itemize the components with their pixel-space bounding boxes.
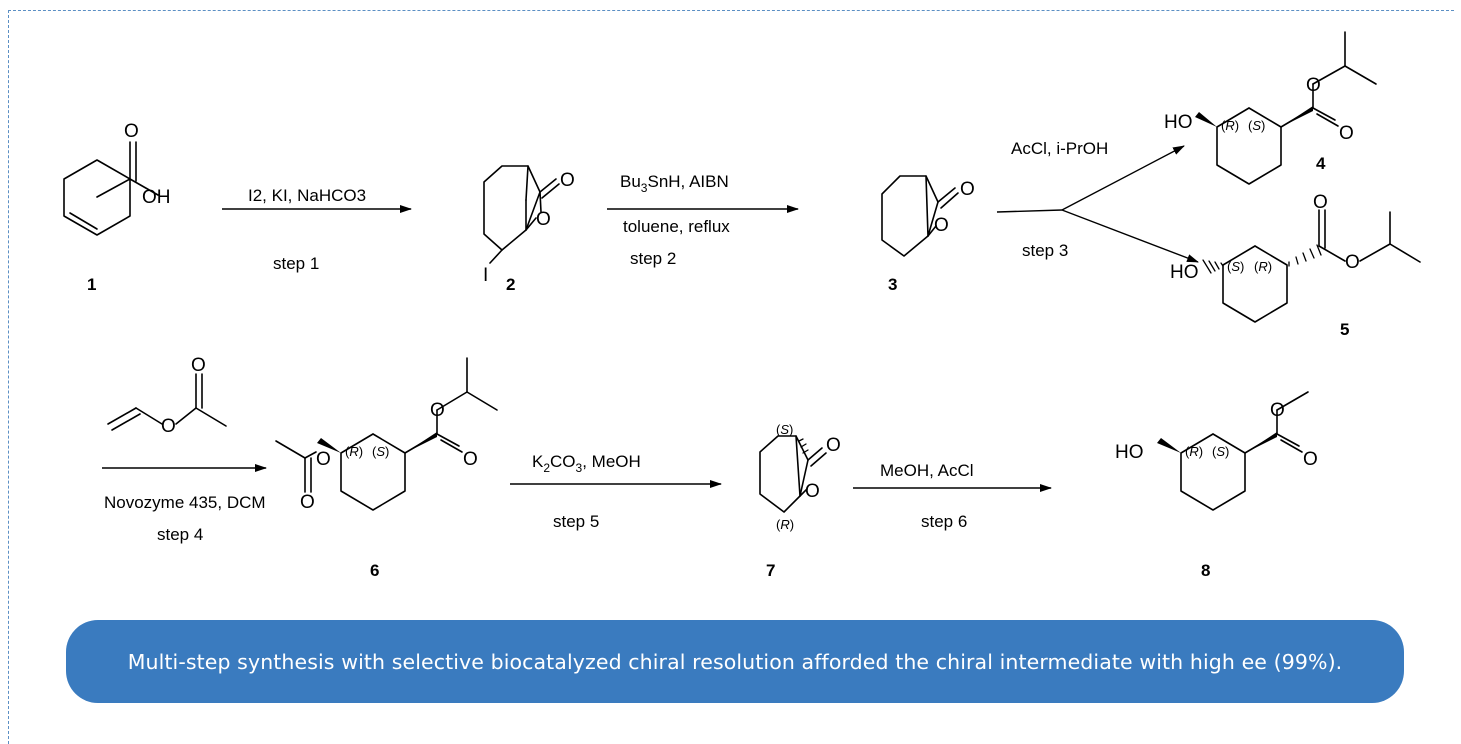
compound-6-structure <box>275 357 498 511</box>
compound-5-structure <box>1222 209 1421 323</box>
c4-stereo-r: (R) <box>1221 118 1239 133</box>
step1-label: step 1 <box>273 254 319 273</box>
frame-left-border <box>8 10 9 744</box>
c7-stereo-s: (S) <box>776 422 793 437</box>
vinyl-acetate-ester-o: O <box>161 416 176 437</box>
arrow-step3-stem <box>996 209 1063 213</box>
step6-reagents: MeOH, AcCl <box>880 461 974 480</box>
compound-1-structure <box>63 141 159 236</box>
compound-4-structure <box>1216 31 1377 185</box>
c6-acetate-carbonyl-o: O <box>300 492 315 513</box>
compound-number-1: 1 <box>87 275 96 294</box>
c1-hydroxyl: OH <box>142 187 171 208</box>
compound-7-structure <box>759 435 827 513</box>
compound-3-structure <box>881 175 959 257</box>
summary-banner: Multi-step synthesis with selective bioc… <box>66 620 1404 703</box>
c7-stereo-r: (R) <box>776 517 794 532</box>
step5-reagents: K2CO3, MeOH <box>532 452 641 475</box>
compound-number-2: 2 <box>506 275 515 294</box>
step2-label: step 2 <box>630 249 676 268</box>
c7-ring-o: O <box>805 481 820 502</box>
compound-number-7: 7 <box>766 561 775 580</box>
summary-text: Multi-step synthesis with selective bioc… <box>127 649 1343 674</box>
frame-top-border <box>8 10 1454 11</box>
c7-carbonyl-o: O <box>826 435 841 456</box>
c4-stereo-s: (S) <box>1248 118 1265 133</box>
c5-hydroxyl: HO <box>1170 262 1199 283</box>
c8-ester-o: O <box>1270 400 1285 421</box>
c2-ring-o: O <box>536 209 551 230</box>
c8-stereo-s: (S) <box>1212 444 1229 459</box>
compound-2-structure <box>483 165 560 264</box>
c6-stereo-r: (R) <box>345 444 363 459</box>
c6-carbonyl-o: O <box>463 449 478 470</box>
c6-ester-o: O <box>430 400 445 421</box>
step1-reagents: I2, KI, NaHCO3 <box>248 186 366 205</box>
c8-stereo-r: (R) <box>1185 444 1203 459</box>
compound-number-8: 8 <box>1201 561 1210 580</box>
compound-number-3: 3 <box>888 275 897 294</box>
c6-acetate-o: O <box>316 449 331 470</box>
c4-hydroxyl: HO <box>1164 112 1193 133</box>
step5-label: step 5 <box>553 512 599 531</box>
compound-number-5: 5 <box>1340 320 1349 339</box>
step4-label: step 4 <box>157 525 203 544</box>
c8-hydroxyl: HO <box>1115 442 1144 463</box>
c6-stereo-s: (S) <box>372 444 389 459</box>
c5-stereo-s: (S) <box>1227 259 1244 274</box>
c2-iodine: I <box>483 265 488 286</box>
vinyl-acetate-carbonyl-o: O <box>191 355 206 376</box>
c4-carbonyl-o: O <box>1339 123 1354 144</box>
compound-number-4: 4 <box>1316 154 1326 173</box>
c8-carbonyl-o: O <box>1303 449 1318 470</box>
c2-carbonyl-o: O <box>560 170 575 191</box>
arrow-step3-down <box>1061 209 1199 263</box>
c5-carbonyl-o: O <box>1313 192 1328 213</box>
step3-label: step 3 <box>1022 241 1068 260</box>
c3-carbonyl-o: O <box>960 179 975 200</box>
compound-number-6: 6 <box>370 561 379 580</box>
step2-conditions: toluene, reflux <box>623 217 730 236</box>
arrow-step3-up <box>1061 145 1185 211</box>
step6-label: step 6 <box>921 512 967 531</box>
step3-reagents: AcCl, i-PrOH <box>1011 139 1108 158</box>
vinyl-acetate-structure <box>107 373 227 431</box>
c1-carbonyl-o: O <box>124 121 139 142</box>
c5-stereo-r: (R) <box>1254 259 1272 274</box>
c3-ring-o: O <box>934 215 949 236</box>
step4-reagents: Novozyme 435, DCM <box>104 493 266 512</box>
c4-ester-o: O <box>1306 75 1321 96</box>
c5-ester-o: O <box>1345 252 1360 273</box>
step2-reagents: Bu3SnH, AIBN <box>620 172 729 195</box>
